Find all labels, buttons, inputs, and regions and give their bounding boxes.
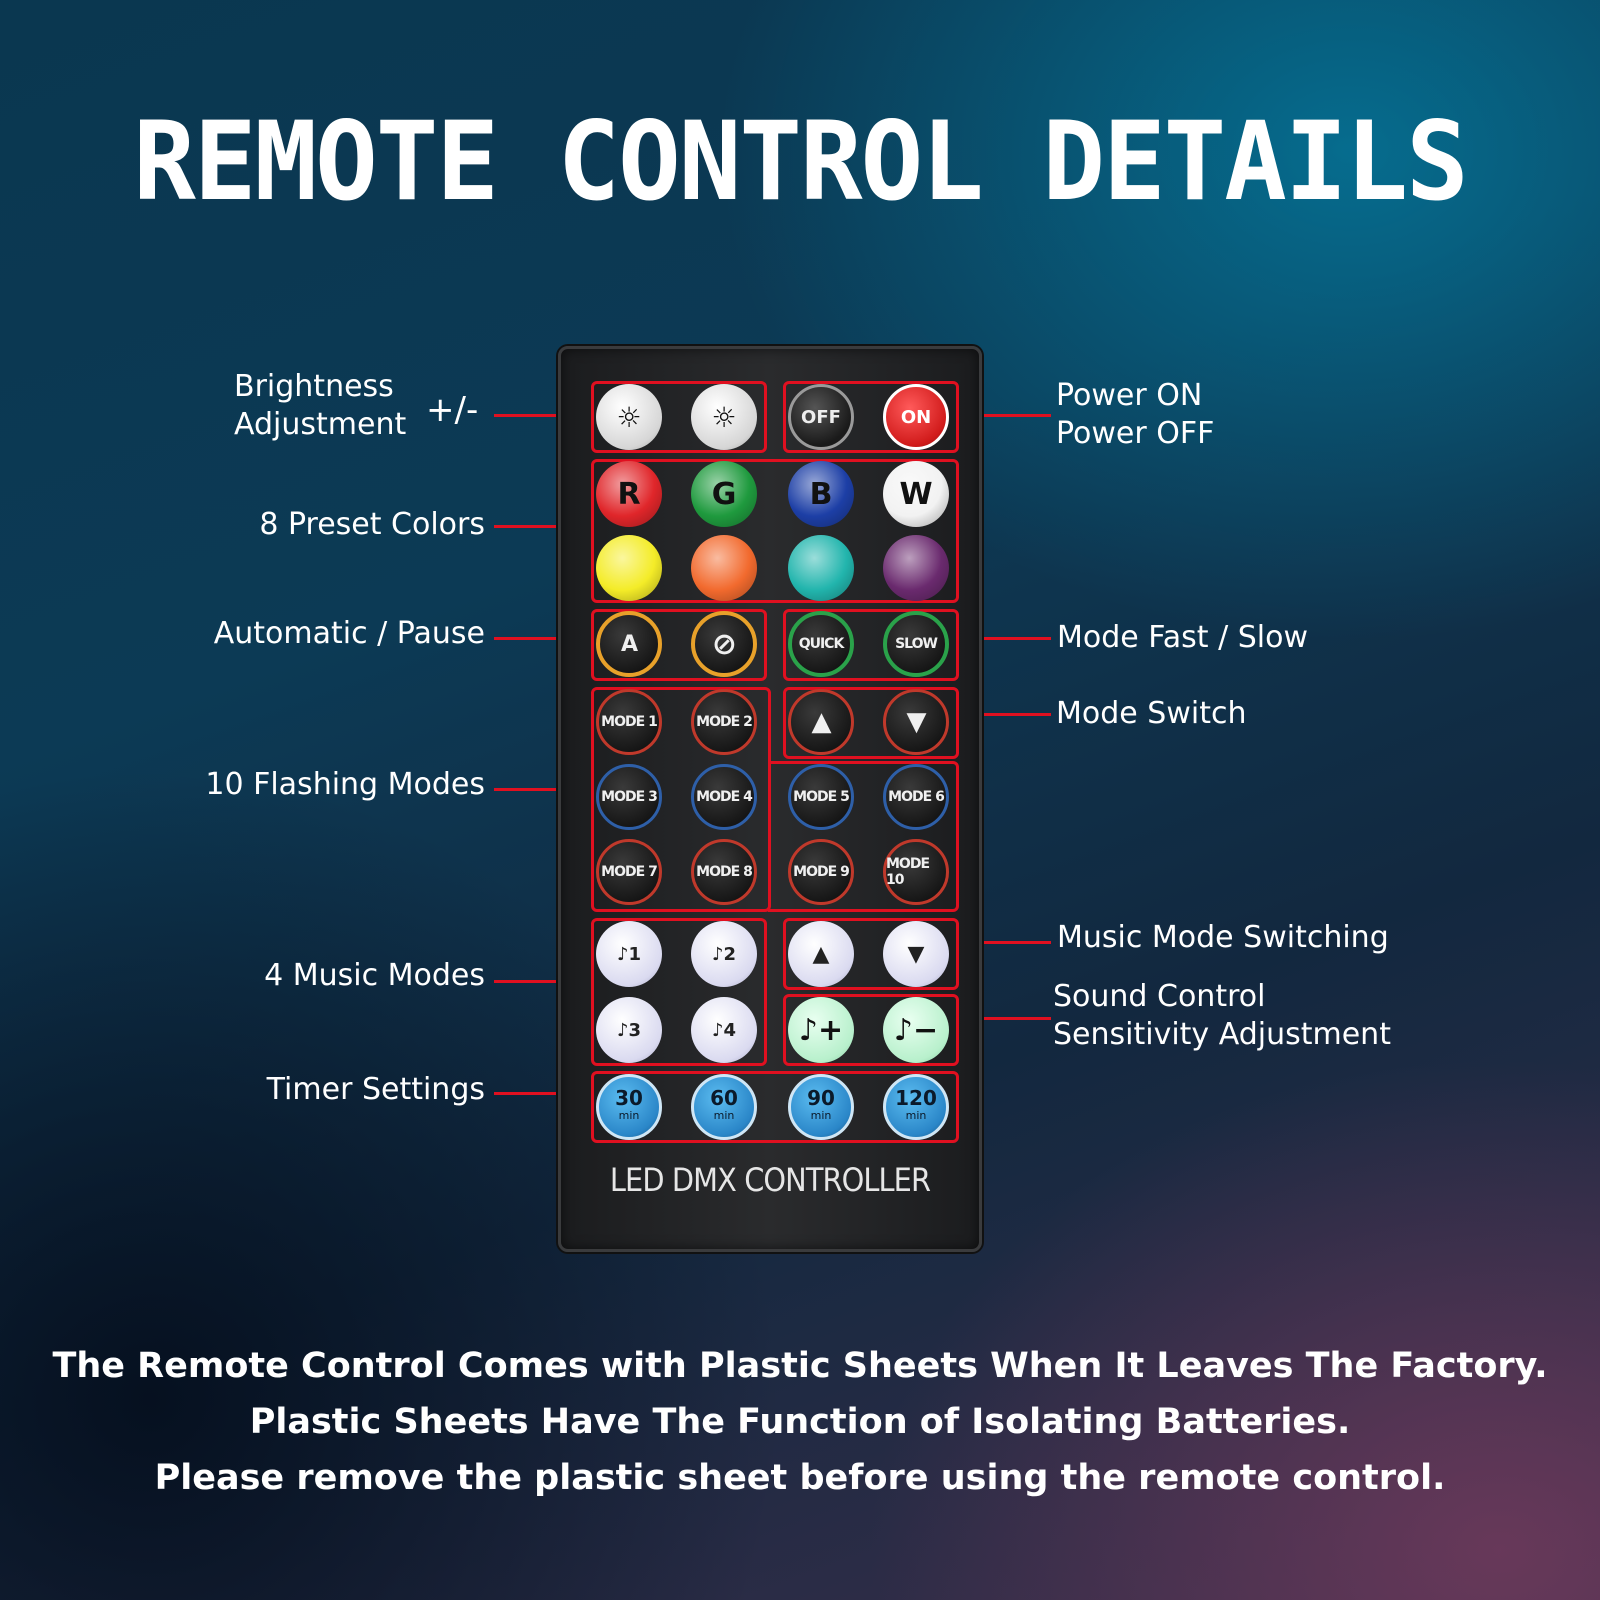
arrow-down-icon: ▼ bbox=[906, 707, 927, 737]
connector-music bbox=[494, 980, 590, 983]
page-title: REMOTE CONTROL DETAILS bbox=[133, 96, 1469, 226]
color-blue-button[interactable]: B bbox=[788, 461, 854, 527]
music-mode-switching-label: Music Mode Switching bbox=[1057, 920, 1389, 955]
mode-10-button[interactable]: MODE 10 bbox=[883, 839, 949, 905]
group-auto-pause bbox=[591, 609, 767, 681]
connector-timer bbox=[494, 1092, 590, 1095]
group-colors bbox=[591, 459, 959, 603]
group-flashing-b bbox=[768, 761, 959, 912]
sensitivity-minus-button[interactable]: ♪− bbox=[883, 997, 949, 1063]
connector-power bbox=[955, 414, 1051, 417]
mode-3-button[interactable]: MODE 3 bbox=[596, 764, 662, 830]
music-mode-3-button[interactable]: ♪3 bbox=[596, 997, 662, 1063]
music-up-icon: ▲ bbox=[812, 941, 830, 967]
automatic-button[interactable]: A bbox=[596, 611, 662, 677]
group-brightness bbox=[591, 381, 767, 453]
timer-120-button[interactable]: 120 min bbox=[883, 1074, 949, 1140]
sound-control-label: Sound Control Sensitivity Adjustment bbox=[1053, 979, 1391, 1052]
color-cyan-button[interactable] bbox=[788, 535, 854, 601]
color-yellow-button[interactable] bbox=[596, 535, 662, 601]
group-music-switch bbox=[783, 918, 959, 990]
quick-button[interactable]: QUICK bbox=[788, 611, 854, 677]
sensitivity-plus-button[interactable]: ♪+ bbox=[788, 997, 854, 1063]
group-fast-slow bbox=[783, 609, 959, 681]
pause-slash-icon: ⊘ bbox=[711, 626, 737, 662]
arrow-up-icon: ▲ bbox=[811, 707, 832, 737]
connector-auto bbox=[494, 637, 590, 640]
brightness-label: Brightness Adjustment bbox=[234, 369, 407, 442]
auto-cycle-icon: A bbox=[620, 631, 638, 657]
pause-button[interactable]: ⊘ bbox=[691, 611, 757, 677]
music-mode-1-button[interactable]: ♪1 bbox=[596, 921, 662, 987]
slow-button[interactable]: SLOW bbox=[883, 611, 949, 677]
group-timer bbox=[591, 1071, 959, 1143]
color-white-button[interactable]: W bbox=[883, 461, 949, 527]
music-mode-up-button[interactable]: ▲ bbox=[788, 921, 854, 987]
group-sound bbox=[783, 994, 959, 1066]
color-red-button[interactable]: R bbox=[596, 461, 662, 527]
footer-notes: The Remote Control Comes with Plastic Sh… bbox=[0, 1338, 1600, 1506]
mode-switch-label: Mode Switch bbox=[1056, 696, 1247, 731]
mode-8-button[interactable]: MODE 8 bbox=[691, 839, 757, 905]
power-on-button[interactable]: ON bbox=[883, 384, 949, 450]
mode-down-button[interactable]: ▼ bbox=[883, 689, 949, 755]
group-flashing-a bbox=[591, 687, 771, 912]
connector-sound bbox=[955, 1017, 1051, 1020]
music-mode-2-button[interactable]: ♪2 bbox=[691, 921, 757, 987]
brightness-plus-minus: +/- bbox=[426, 390, 479, 430]
timer-60-button[interactable]: 60 min bbox=[691, 1074, 757, 1140]
music-mode-down-button[interactable]: ▼ bbox=[883, 921, 949, 987]
power-label: Power ON Power OFF bbox=[1056, 378, 1215, 451]
brightness-down-button[interactable]: ☼ bbox=[691, 384, 757, 450]
connector-mode-switch bbox=[955, 713, 1051, 716]
flashing-modes-label: 10 Flashing Modes bbox=[205, 767, 485, 802]
music-down-icon: ▼ bbox=[907, 941, 925, 967]
group-music-modes bbox=[591, 918, 767, 1066]
group-mode-switch bbox=[783, 687, 959, 759]
timer-settings-label: Timer Settings bbox=[266, 1072, 485, 1107]
brightness-up-button[interactable]: ☼ bbox=[596, 384, 662, 450]
mode-fast-slow-label: Mode Fast / Slow bbox=[1057, 620, 1309, 655]
connector-flashing bbox=[494, 788, 590, 791]
mode-up-button[interactable]: ▲ bbox=[788, 689, 854, 755]
timer-90-button[interactable]: 90 min bbox=[788, 1074, 854, 1140]
preset-colors-label: 8 Preset Colors bbox=[259, 507, 485, 542]
color-purple-button[interactable] bbox=[883, 535, 949, 601]
remote-brand-label: LED DMX CONTROLLER bbox=[609, 1161, 931, 1199]
mode-1-button[interactable]: MODE 1 bbox=[596, 689, 662, 755]
mode-9-button[interactable]: MODE 9 bbox=[788, 839, 854, 905]
color-orange-button[interactable] bbox=[691, 535, 757, 601]
note-line-1: The Remote Control Comes with Plastic Sh… bbox=[52, 1346, 1548, 1386]
auto-pause-label: Automatic / Pause bbox=[213, 616, 485, 651]
connector-music-switch bbox=[955, 941, 1051, 944]
color-green-button[interactable]: G bbox=[691, 461, 757, 527]
mode-4-button[interactable]: MODE 4 bbox=[691, 764, 757, 830]
note-line-3: Please remove the plastic sheet before u… bbox=[154, 1458, 1446, 1498]
mode-2-button[interactable]: MODE 2 bbox=[691, 689, 757, 755]
music-modes-label: 4 Music Modes bbox=[264, 958, 485, 993]
connector-fast-slow bbox=[955, 637, 1051, 640]
mode-7-button[interactable]: MODE 7 bbox=[596, 839, 662, 905]
group-power bbox=[783, 381, 959, 453]
music-mode-4-button[interactable]: ♪4 bbox=[691, 997, 757, 1063]
power-off-button[interactable]: OFF bbox=[788, 384, 854, 450]
connector-colors bbox=[494, 525, 590, 528]
remote-control: ☼ ☼ OFF ON R G B W A ⊘ QUICK SLOW MODE 1… bbox=[558, 346, 982, 1252]
timer-30-button[interactable]: 30 min bbox=[596, 1074, 662, 1140]
connector-brightness bbox=[494, 414, 590, 417]
mode-6-button[interactable]: MODE 6 bbox=[883, 764, 949, 830]
sun-down-icon: ☼ bbox=[711, 400, 737, 434]
note-line-2: Plastic Sheets Have The Function of Isol… bbox=[249, 1402, 1351, 1442]
sun-up-icon: ☼ bbox=[616, 400, 642, 434]
mode-5-button[interactable]: MODE 5 bbox=[788, 764, 854, 830]
